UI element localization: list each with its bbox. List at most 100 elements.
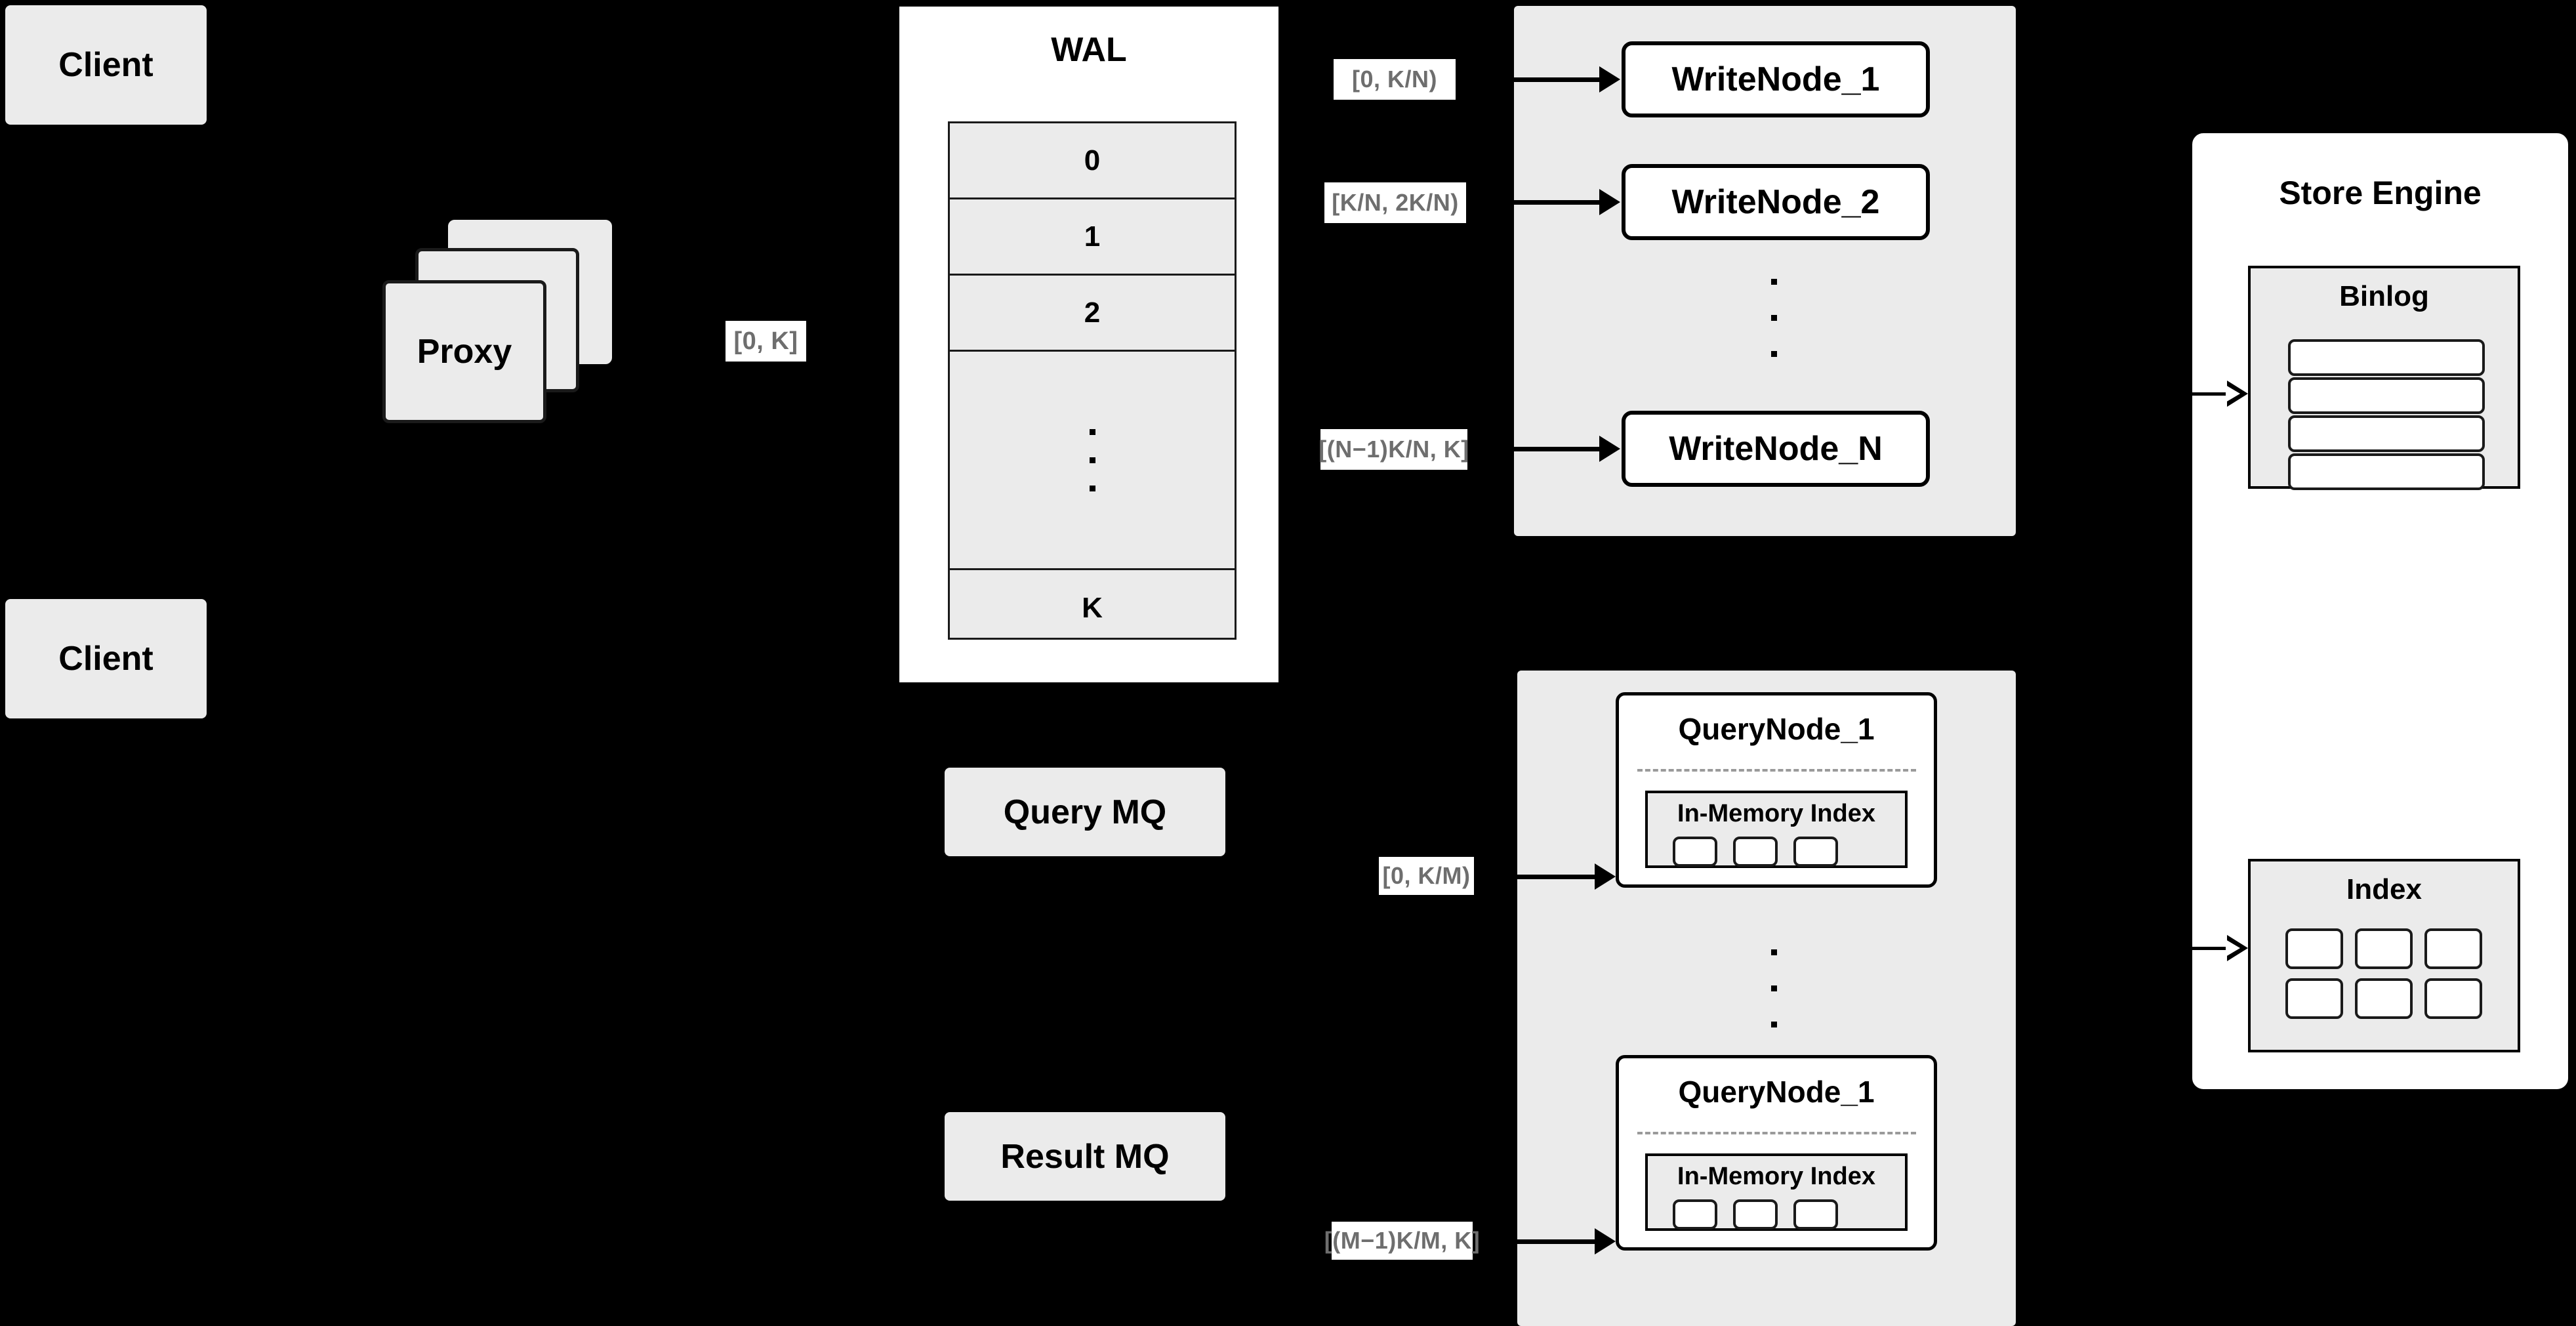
arrow-head-hollow-icon — [2226, 935, 2248, 961]
index-cell[interactable] — [2424, 928, 2482, 969]
arrow-to-query-node-2 — [1517, 1228, 1616, 1254]
proxy-range-label: [0, K] — [726, 321, 806, 362]
wal-row[interactable]: K — [950, 570, 1235, 646]
index-cell[interactable] — [1673, 837, 1717, 867]
arrow-shaft — [1514, 77, 1599, 82]
write-node-1[interactable]: WriteNode_1 — [1622, 41, 1930, 117]
index-cell[interactable] — [2285, 978, 2343, 1019]
index-cell[interactable] — [1793, 1199, 1838, 1230]
ellipsis-dot-icon — [1089, 485, 1095, 491]
wal-row-label: 1 — [1084, 220, 1101, 253]
index-title: Index — [2346, 873, 2422, 905]
proxy-stack[interactable]: Proxy — [382, 220, 645, 430]
wal-row-ellipsis — [950, 352, 1235, 570]
ellipsis-dot-icon — [1089, 428, 1095, 435]
arrow-shaft — [2191, 392, 2227, 396]
store-engine-panel: Store Engine Binlog Index — [2189, 130, 2571, 1092]
query-node-1[interactable]: QueryNode_1 In-Memory Index — [1616, 692, 1937, 888]
result-mq-label: Result MQ — [1000, 1137, 1170, 1176]
arrow-head-icon — [1599, 436, 1620, 462]
wal-table: 0 1 2 K — [948, 121, 1237, 640]
write-node-label: WriteNode_1 — [1671, 60, 1880, 98]
ellipsis-dot-icon — [1771, 985, 1777, 991]
write-node-n[interactable]: WriteNode_N — [1622, 411, 1930, 487]
write-cluster-ellipsis — [1771, 279, 1777, 357]
wal-row-label: K — [1082, 591, 1103, 624]
binlog-bar[interactable] — [2288, 453, 2485, 490]
proxy-label: Proxy — [417, 333, 512, 371]
write-node-range-text: [(N−1)K/N, K] — [1319, 436, 1469, 463]
binlog-bar[interactable] — [2288, 377, 2485, 414]
in-memory-index-cells — [1673, 1199, 1887, 1230]
wal-row-label: 0 — [1084, 144, 1101, 176]
query-node-2[interactable]: QueryNode_1 In-Memory Index — [1616, 1055, 1937, 1251]
wal-row[interactable]: 1 — [950, 199, 1235, 276]
ellipsis-dot-icon — [1771, 949, 1777, 955]
wal-title: WAL — [1051, 31, 1127, 69]
write-node-label: WriteNode_N — [1669, 430, 1883, 468]
arrow-to-index — [2191, 935, 2248, 961]
client-box-2[interactable]: Client — [5, 599, 207, 718]
index-cell[interactable] — [2424, 978, 2482, 1019]
query-node-divider — [1637, 1132, 1916, 1134]
ellipsis-dot-icon — [1771, 351, 1777, 357]
binlog-box: Binlog — [2248, 266, 2520, 490]
binlog-bar[interactable] — [2288, 339, 2485, 376]
proxy-range-text: [0, K] — [733, 327, 798, 355]
in-memory-index-title: In-Memory Index — [1677, 800, 1875, 827]
query-node-divider — [1637, 769, 1916, 772]
wal-row[interactable]: 2 — [950, 276, 1235, 352]
arrow-shaft — [2191, 946, 2227, 950]
in-memory-index-title: In-Memory Index — [1677, 1163, 1875, 1190]
write-node-range-text: [K/N, 2K/N) — [1332, 189, 1459, 216]
query-cluster-ellipsis — [1771, 949, 1777, 1027]
binlog-bar[interactable] — [2288, 415, 2485, 452]
write-node-2-range-label: [K/N, 2K/N) — [1324, 182, 1466, 223]
index-cell[interactable] — [1673, 1199, 1717, 1230]
client-box-1[interactable]: Client — [5, 5, 207, 125]
query-node-2-range-label: [(M−1)K/M, K] — [1324, 1222, 1480, 1260]
store-engine-title: Store Engine — [2279, 175, 2482, 211]
binlog-title: Binlog — [2339, 280, 2429, 312]
query-node-1-range-label: [0, K/M) — [1379, 857, 1474, 895]
client-label: Client — [58, 640, 153, 678]
binlog-bars — [2288, 339, 2485, 490]
proxy-card-front[interactable]: Proxy — [382, 280, 546, 423]
arrow-head-icon — [1595, 1228, 1616, 1254]
index-grid — [2285, 928, 2490, 1019]
in-memory-index-box: In-Memory Index — [1645, 1153, 1908, 1231]
arrow-to-write-node-2 — [1514, 189, 1620, 215]
arrow-head-icon — [1599, 189, 1620, 215]
index-cell[interactable] — [1793, 837, 1838, 867]
ellipsis-dot-icon — [1771, 315, 1777, 321]
arrow-head-icon — [1595, 863, 1616, 890]
index-cell[interactable] — [2355, 928, 2413, 969]
arrow-to-write-node-n — [1514, 436, 1620, 462]
write-node-n-range-label: [(N−1)K/N, K] — [1319, 429, 1469, 470]
write-node-1-range-label: [0, K/N) — [1334, 59, 1456, 100]
index-cell[interactable] — [1733, 1199, 1778, 1230]
write-node-2[interactable]: WriteNode_2 — [1622, 164, 1930, 240]
query-mq-box[interactable]: Query MQ — [945, 768, 1225, 856]
index-cell[interactable] — [2355, 978, 2413, 1019]
query-node-title: QueryNode_1 — [1678, 712, 1875, 746]
index-cell[interactable] — [2285, 928, 2343, 969]
arrow-shaft — [1514, 199, 1599, 205]
wal-row[interactable]: 0 — [950, 123, 1235, 199]
arrow-to-binlog — [2191, 381, 2248, 407]
arrow-shaft — [1514, 446, 1599, 451]
arrow-head-icon — [1599, 66, 1620, 93]
result-mq-box[interactable]: Result MQ — [945, 1112, 1225, 1201]
index-box: Index — [2248, 859, 2520, 1052]
arrow-to-write-node-1 — [1514, 66, 1620, 93]
query-node-title: QueryNode_1 — [1678, 1075, 1875, 1109]
query-mq-label: Query MQ — [1003, 793, 1167, 831]
write-node-label: WriteNode_2 — [1671, 183, 1880, 221]
index-cell[interactable] — [1733, 837, 1778, 867]
in-memory-index-cells — [1673, 837, 1887, 867]
client-label: Client — [58, 46, 153, 84]
wal-panel: WAL 0 1 2 K — [895, 3, 1282, 686]
ellipsis-dot-icon — [1771, 279, 1777, 285]
query-node-range-text: [0, K/M) — [1382, 862, 1471, 889]
write-node-range-text: [0, K/N) — [1352, 66, 1437, 93]
